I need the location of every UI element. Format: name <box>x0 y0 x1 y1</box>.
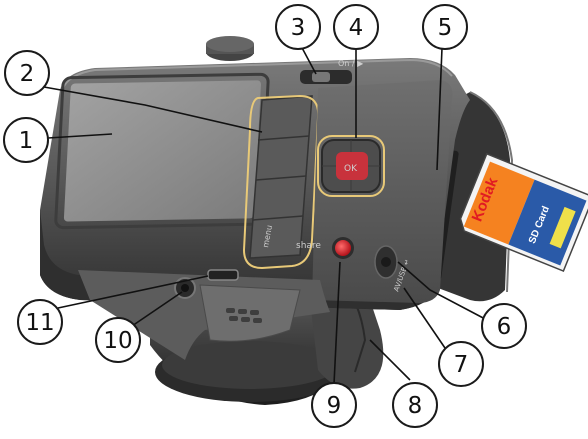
callout-2-label: 2 <box>20 61 35 87</box>
callout-6-label: 6 <box>497 314 512 340</box>
callout-7: 7 <box>438 341 484 387</box>
callout-3-label: 3 <box>291 15 306 41</box>
menu-label: menu <box>261 224 274 248</box>
lcd-screen <box>63 80 261 222</box>
callout-11: 11 <box>17 299 63 345</box>
leader-lines <box>43 43 488 385</box>
joystick-outline <box>317 135 385 197</box>
callout-10: 10 <box>95 317 141 363</box>
callout-8-label: 8 <box>408 393 423 419</box>
battery-door <box>78 270 330 360</box>
sd-card-label-blue <box>508 179 587 266</box>
callout-4: 4 <box>333 4 379 50</box>
callout-3: 3 <box>275 4 321 50</box>
callout-8: 8 <box>392 382 438 428</box>
share-button: share <box>296 237 354 259</box>
callout-5: 5 <box>422 4 468 50</box>
callout-9: 9 <box>311 382 357 428</box>
dock-connector <box>207 269 239 281</box>
sd-card: Kodak SD Card <box>459 152 588 273</box>
callout-9-label: 9 <box>327 393 342 419</box>
callout-1-label: 1 <box>19 128 34 154</box>
callout-4-label: 4 <box>349 15 364 41</box>
callout-1: 1 <box>3 117 49 163</box>
share-label: share <box>296 241 321 251</box>
button-group-outline <box>242 94 320 270</box>
menu-button-column: menu <box>249 95 313 259</box>
sd-card-label-orange <box>463 161 535 245</box>
callout-10-label: 10 <box>103 328 132 354</box>
ok-joystick: OK <box>321 139 381 193</box>
sd-card-badge <box>549 206 576 249</box>
callout-6: 6 <box>481 303 527 349</box>
on-off-switch: On / ▶ <box>300 59 364 84</box>
callout-5-label: 5 <box>438 15 453 41</box>
callout-2: 2 <box>4 50 50 96</box>
callout-7-label: 7 <box>454 352 469 378</box>
callout-11-label: 11 <box>25 310 54 336</box>
ok-label: OK <box>344 164 358 174</box>
on-label: On / ▶ <box>338 59 364 68</box>
grip-texture <box>226 308 262 323</box>
